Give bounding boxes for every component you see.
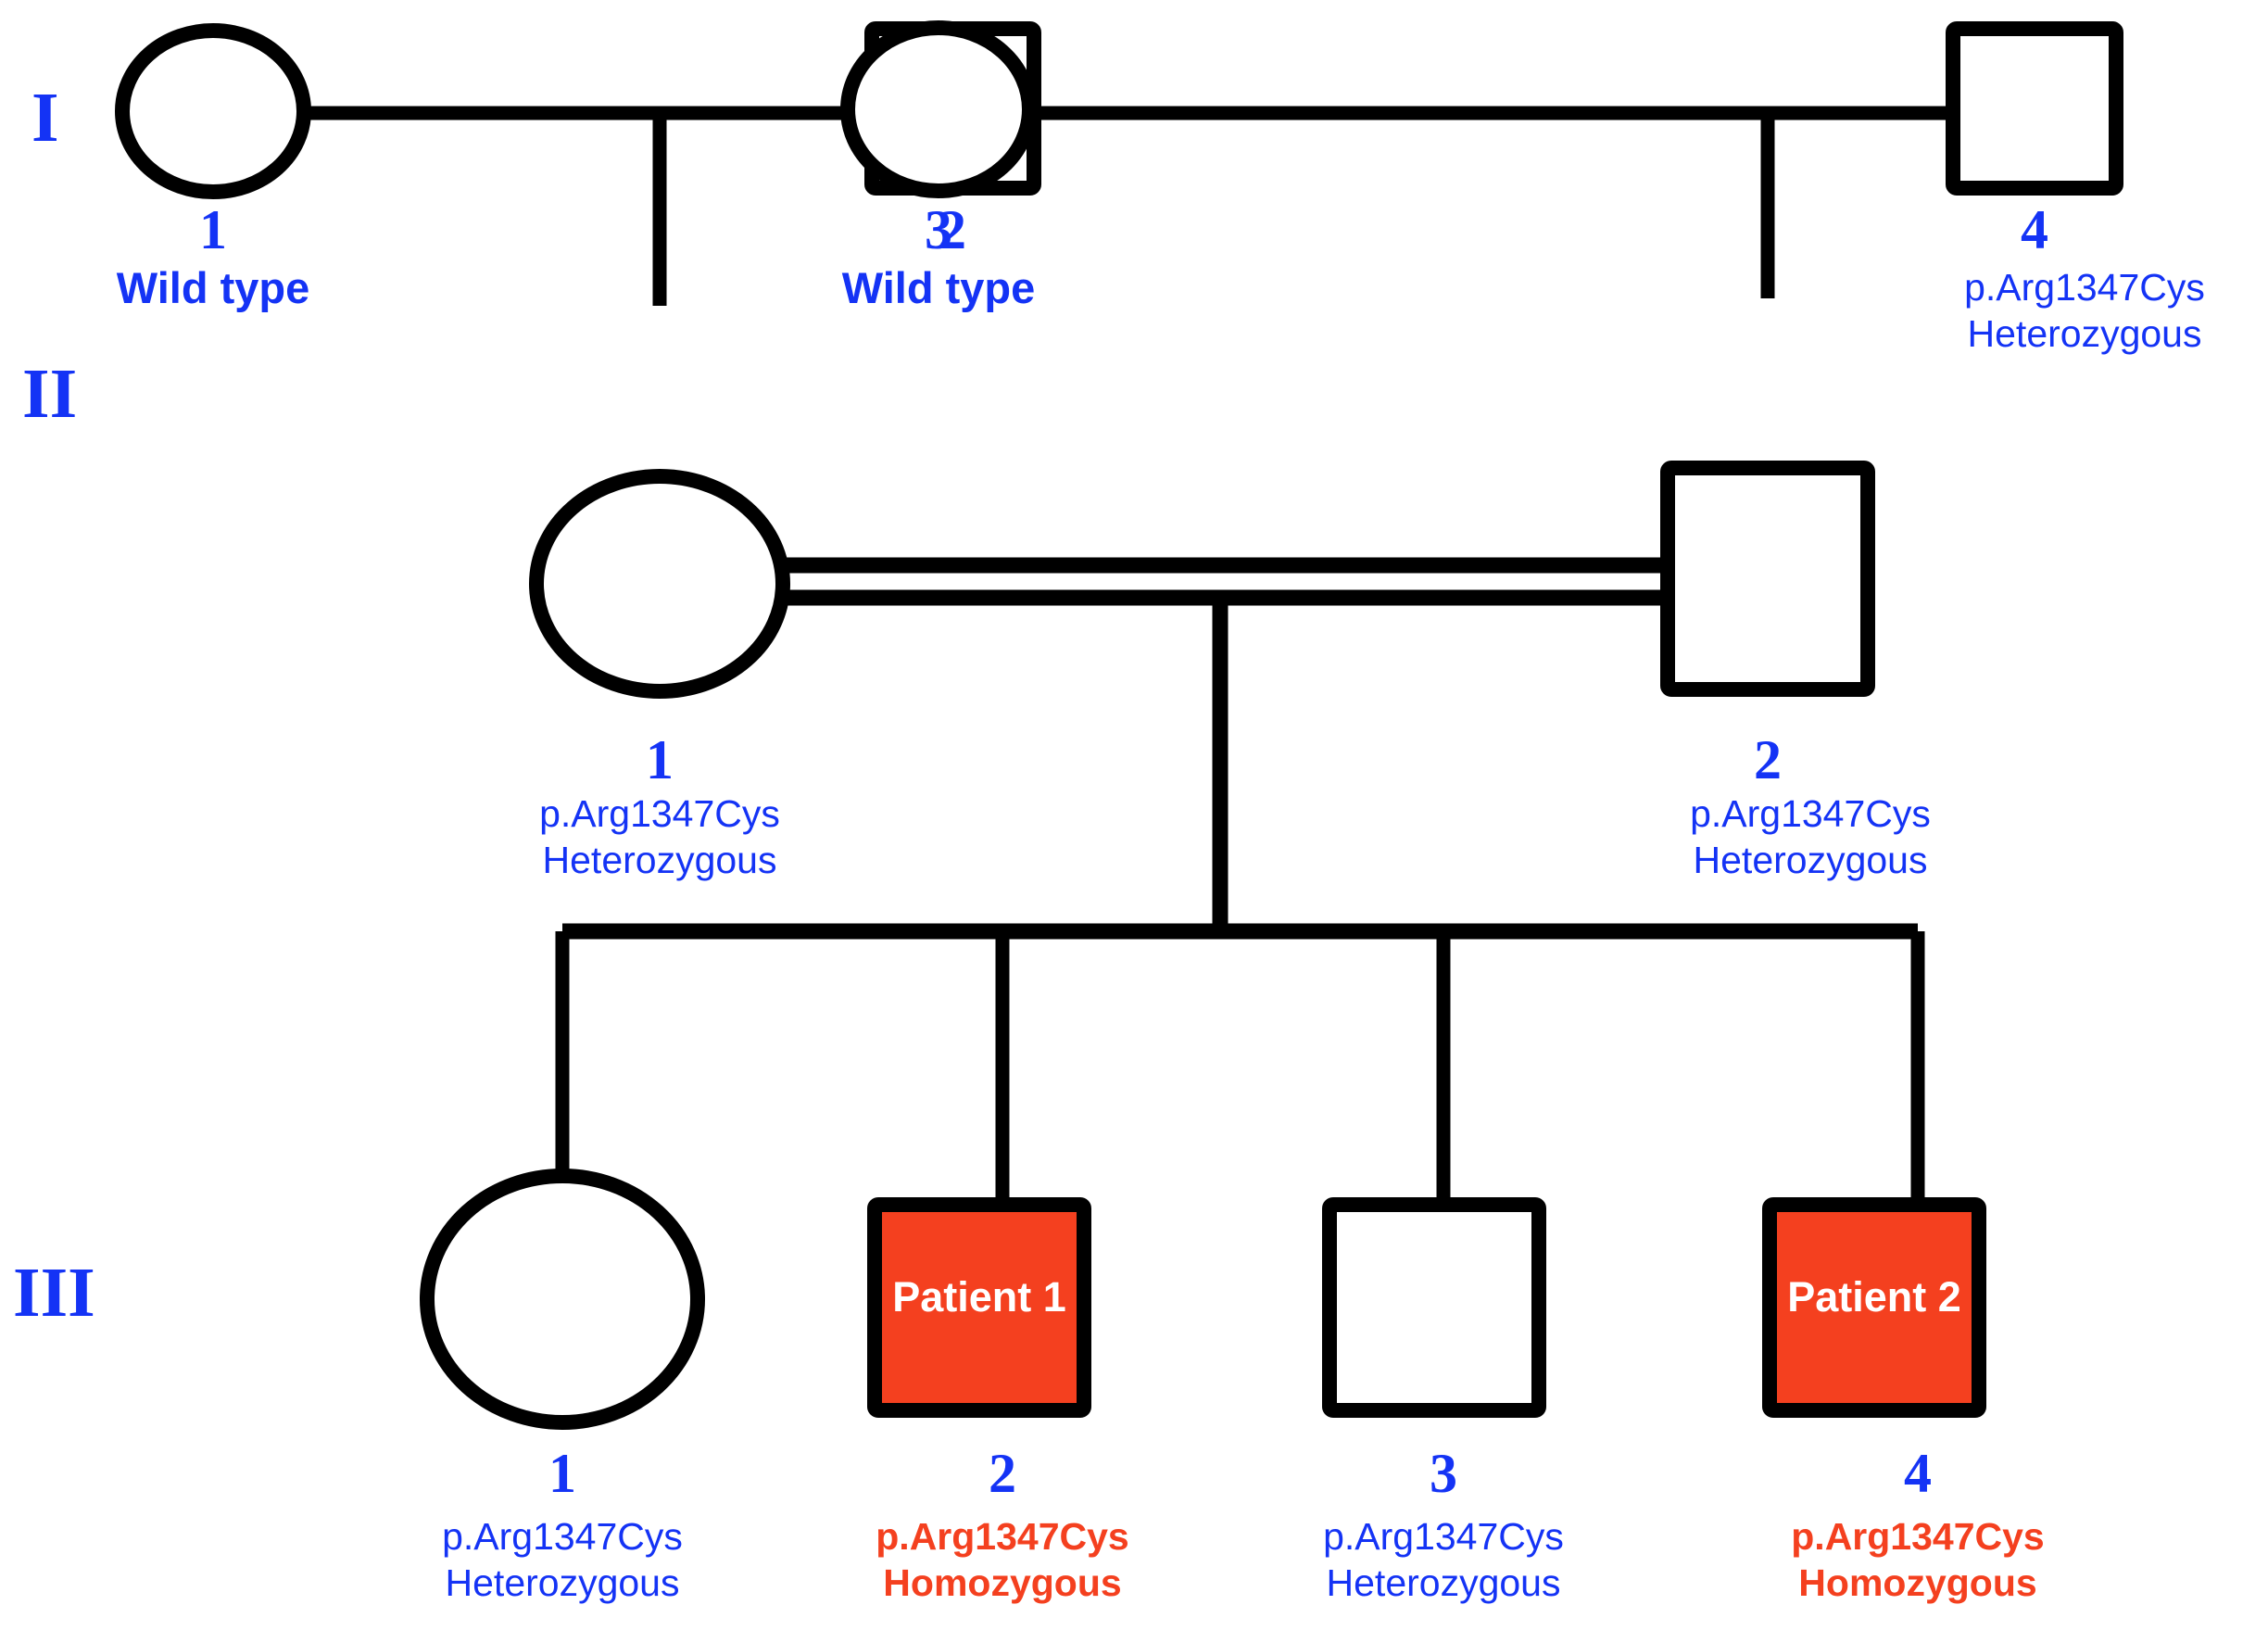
individual-III1-genotype-zygosity: Heterozygous [446, 1561, 680, 1604]
individual-III4-number: 4 [1904, 1443, 1932, 1504]
individual-III2-genotype-zygosity: Homozygous [883, 1561, 1121, 1604]
individual-III4-square[interactable] [1762, 1197, 1986, 1418]
generation-label-III: III [13, 1254, 95, 1332]
individual-I4-genotype-variant: p.Arg1347Cys [1964, 266, 2205, 309]
individual-III1-circle[interactable] [420, 1169, 705, 1430]
individual-III2-patient-tag: Patient 1 [892, 1273, 1066, 1320]
individual-I2-number: 2 [939, 199, 966, 260]
individual-I1-number: 1 [199, 199, 227, 260]
individual-I3-status: Wild type [842, 263, 1035, 312]
individual-II1-number: 1 [646, 729, 674, 790]
individual-I1-status: Wild type [117, 263, 309, 312]
individual-I3-number: 3 [925, 199, 952, 260]
individual-III2-square[interactable] [867, 1197, 1091, 1418]
individual-II2-square[interactable] [1660, 461, 1875, 697]
individual-I3-circle[interactable] [840, 20, 1037, 198]
individual-II2-genotype-zygosity: Heterozygous [1694, 839, 1928, 881]
individual-III4-patient-tag: Patient 2 [1787, 1273, 1961, 1320]
individual-II1-genotype-zygosity: Heterozygous [543, 839, 777, 881]
individual-III1-number: 1 [548, 1443, 576, 1504]
generation-label-I: I [32, 79, 59, 157]
individual-III4-genotype-variant: p.Arg1347Cys [1791, 1515, 2044, 1558]
individual-III2-genotype-variant: p.Arg1347Cys [876, 1515, 1128, 1558]
individual-III3-number: 3 [1430, 1443, 1457, 1504]
individual-I4-number: 4 [2021, 199, 2048, 260]
individual-III1-genotype-variant: p.Arg1347Cys [442, 1515, 683, 1558]
individual-II1-circle[interactable] [529, 469, 790, 699]
individual-II1-genotype-variant: p.Arg1347Cys [539, 792, 780, 835]
individual-III3-genotype-zygosity: Heterozygous [1327, 1561, 1561, 1604]
individual-III2-number: 2 [989, 1443, 1016, 1504]
individual-III3-genotype-variant: p.Arg1347Cys [1323, 1515, 1564, 1558]
individual-III3-square[interactable] [1322, 1197, 1546, 1418]
generation-label-II: II [22, 355, 77, 433]
individual-II2-genotype-variant: p.Arg1347Cys [1690, 792, 1931, 835]
individual-II2-number: 2 [1754, 729, 1782, 790]
individual-I4-genotype-zygosity: Heterozygous [1968, 312, 2202, 355]
individual-I4-square[interactable] [1946, 21, 2123, 196]
individual-I1-circle[interactable] [115, 23, 311, 199]
individual-III4-genotype-zygosity: Homozygous [1798, 1561, 2036, 1604]
